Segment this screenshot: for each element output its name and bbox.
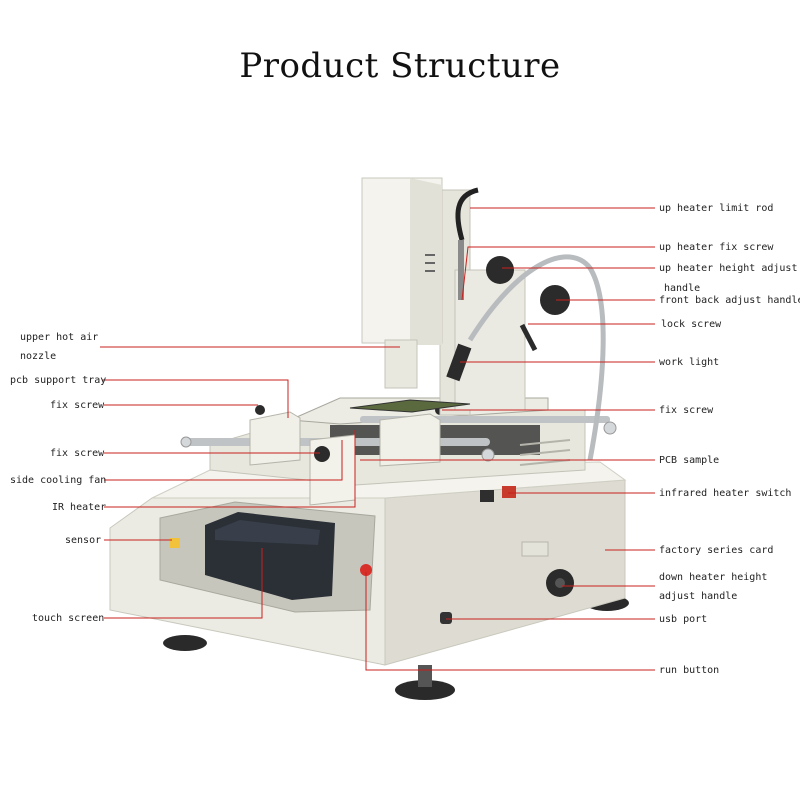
fix-screw-knob-1	[314, 446, 330, 462]
label-lock-screw: lock screw	[661, 319, 722, 330]
front-back-adjust-handle	[540, 285, 570, 315]
touch-screen-glare	[215, 520, 320, 545]
label-sensor: sensor	[65, 535, 101, 546]
label-down-heater-height-1: down heater height	[659, 572, 767, 583]
label-fix-screw-right: fix screw	[659, 405, 714, 416]
label-pcb-support-tray: pcb support tray	[10, 375, 106, 386]
up-heater-height-handle	[486, 256, 514, 284]
label-front-back-adjust-handle: front back adjust handle	[659, 295, 800, 306]
label-down-heater-height-2: adjust handle	[659, 591, 737, 602]
machine-illustration	[109, 177, 629, 700]
label-side-cooling-fan: side cooling fan	[10, 475, 106, 486]
run-button	[360, 564, 372, 576]
page-title: Product Structure	[239, 46, 561, 86]
sensor	[170, 538, 180, 548]
labels-right: up heater limit rod up heater fix screw …	[659, 203, 800, 676]
leader-side-cooling-fan	[104, 440, 343, 481]
upper-column-slider	[454, 269, 526, 411]
clamp-right	[379, 413, 441, 467]
leader-touch-screen	[104, 548, 263, 619]
label-fix-screw-left-1: fix screw	[50, 400, 105, 411]
switch-1	[480, 490, 494, 502]
series-card	[521, 541, 549, 557]
leader-run-button	[365, 572, 655, 671]
label-work-light: work light	[659, 357, 719, 368]
clamp-left	[249, 411, 301, 466]
label-usb-port: usb port	[659, 614, 707, 625]
pcb-sample	[349, 399, 471, 413]
cooling-vents	[519, 439, 571, 466]
foot-front	[395, 680, 455, 700]
label-ir-heater: IR heater	[52, 502, 106, 513]
rail-front-end-right	[481, 448, 495, 462]
labels-left: upper hot air nozzle pcb support tray fi…	[10, 332, 106, 624]
upper-heater-head-side	[410, 178, 442, 345]
vent-slots	[425, 254, 435, 272]
foot-left	[163, 635, 207, 651]
rail-back-end	[603, 421, 617, 435]
label-up-heater-height-adjust-2: handle	[664, 283, 700, 294]
infrared-heater-switch-icon	[502, 486, 516, 498]
label-fix-screw-left-2: fix screw	[50, 448, 105, 459]
side-cooling-fan-block	[309, 434, 356, 506]
leader-ir-heater	[104, 430, 356, 508]
work-light-lamp	[446, 343, 472, 382]
label-up-heater-height-adjust-1: up heater height adjust	[659, 263, 797, 274]
label-pcb-sample: PCB sample	[659, 455, 719, 466]
label-up-heater-limit-rod: up heater limit rod	[659, 203, 773, 214]
base-body-side	[384, 479, 626, 666]
upper-hot-air-nozzle	[384, 339, 418, 389]
leader-lines	[100, 207, 655, 671]
label-infrared-heater-switch: infrared heater switch	[659, 488, 791, 499]
leader-pcb-support-tray	[102, 379, 289, 418]
limit-rod	[458, 240, 464, 300]
label-upper-hot-air-nozzle-1: upper hot air	[20, 332, 98, 343]
label-up-heater-fix-screw: up heater fix screw	[659, 242, 774, 253]
rail-front-end-left	[180, 436, 192, 448]
limit-rod-cable	[455, 187, 479, 241]
leader-up-heater-fix-screw	[461, 246, 655, 301]
label-run-button: run button	[659, 665, 719, 676]
foot-front-stem	[418, 665, 432, 687]
fix-screw-knob-2	[255, 405, 265, 415]
label-touch-screen: touch screen	[32, 613, 104, 624]
usb-port	[440, 612, 452, 624]
lock-screw-lever	[519, 323, 538, 352]
label-factory-series-card: factory series card	[659, 545, 773, 556]
label-upper-hot-air-nozzle-2: nozzle	[20, 351, 56, 362]
